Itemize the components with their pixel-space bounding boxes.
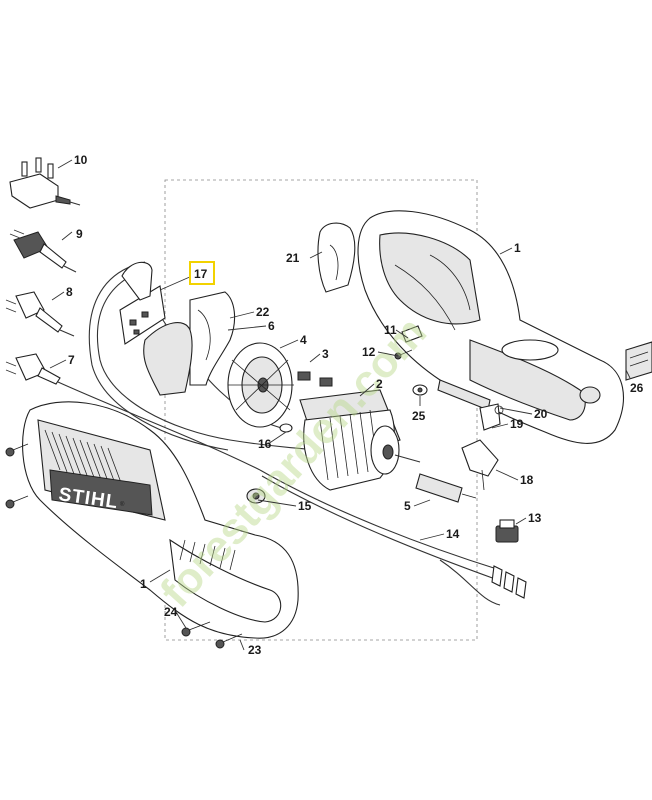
callout-8: 8 bbox=[66, 285, 73, 299]
callout-6: 6 bbox=[268, 319, 275, 333]
assembly-frame bbox=[164, 179, 478, 641]
screw-23 bbox=[215, 633, 243, 649]
callout-13: 13 bbox=[528, 511, 542, 525]
trigger-18 bbox=[461, 439, 499, 491]
callout-1-lower: 1 bbox=[140, 577, 147, 591]
callout-16: 16 bbox=[258, 437, 272, 451]
callout-3: 3 bbox=[322, 347, 329, 361]
callout-1-upper: 1 bbox=[514, 241, 521, 255]
euro-plug-9-icon bbox=[9, 229, 77, 273]
callout-4: 4 bbox=[300, 333, 307, 347]
coupling-15 bbox=[246, 488, 266, 504]
callout-18: 18 bbox=[520, 473, 534, 487]
callout-12: 12 bbox=[362, 345, 376, 359]
brush-holder-3 bbox=[297, 371, 333, 387]
callout-5: 5 bbox=[404, 499, 411, 513]
callout-20: 20 bbox=[534, 407, 548, 421]
switch-13 bbox=[495, 519, 519, 543]
washer-25 bbox=[412, 384, 428, 396]
brand-plate bbox=[49, 469, 153, 516]
shaft-5 bbox=[415, 473, 477, 503]
euro-plug-8-icon bbox=[5, 291, 75, 337]
wire-terminals bbox=[491, 565, 527, 599]
callout-9: 9 bbox=[76, 227, 83, 241]
shroud-6 bbox=[143, 322, 193, 396]
callout-22: 22 bbox=[256, 305, 270, 319]
callout-24: 24 bbox=[164, 605, 178, 619]
fan-4 bbox=[227, 342, 294, 428]
callout-21: 21 bbox=[286, 251, 300, 265]
callout-17: 17 bbox=[194, 267, 208, 281]
callout-19: 19 bbox=[510, 417, 524, 431]
callout-15: 15 bbox=[298, 499, 312, 513]
spring-19 bbox=[479, 403, 504, 431]
motor-mount-22 bbox=[189, 291, 236, 386]
euro-plug-7-icon bbox=[5, 353, 261, 471]
left-housing-half: STIHL ® bbox=[22, 401, 299, 639]
registered-mark: ® bbox=[120, 501, 125, 508]
label-26 bbox=[625, 341, 652, 381]
callout-14: 14 bbox=[446, 527, 460, 541]
callout-23: 23 bbox=[248, 643, 262, 657]
callout-7: 7 bbox=[68, 353, 75, 367]
screw-left-upper bbox=[5, 443, 29, 457]
handle-vent bbox=[179, 539, 236, 571]
clip-11 bbox=[401, 325, 423, 343]
motor-2 bbox=[299, 389, 421, 491]
screw-left-lower bbox=[5, 495, 29, 509]
right-housing-half bbox=[357, 210, 624, 444]
callout-10: 10 bbox=[74, 153, 88, 167]
handle-insert-21 bbox=[317, 222, 356, 293]
callout-2: 2 bbox=[376, 377, 383, 391]
callout-25: 25 bbox=[412, 409, 426, 423]
callout-26: 26 bbox=[630, 381, 644, 395]
uk-plug-icon bbox=[9, 157, 81, 209]
circuit-board-17 bbox=[119, 261, 166, 345]
callout-11: 11 bbox=[384, 323, 397, 337]
callout-leaders bbox=[49, 159, 631, 651]
callout-labels: 10 9 8 7 17 22 6 4 3 2 16 15 5 14 13 21 … bbox=[66, 153, 644, 657]
callout-17-highlight bbox=[189, 261, 215, 285]
